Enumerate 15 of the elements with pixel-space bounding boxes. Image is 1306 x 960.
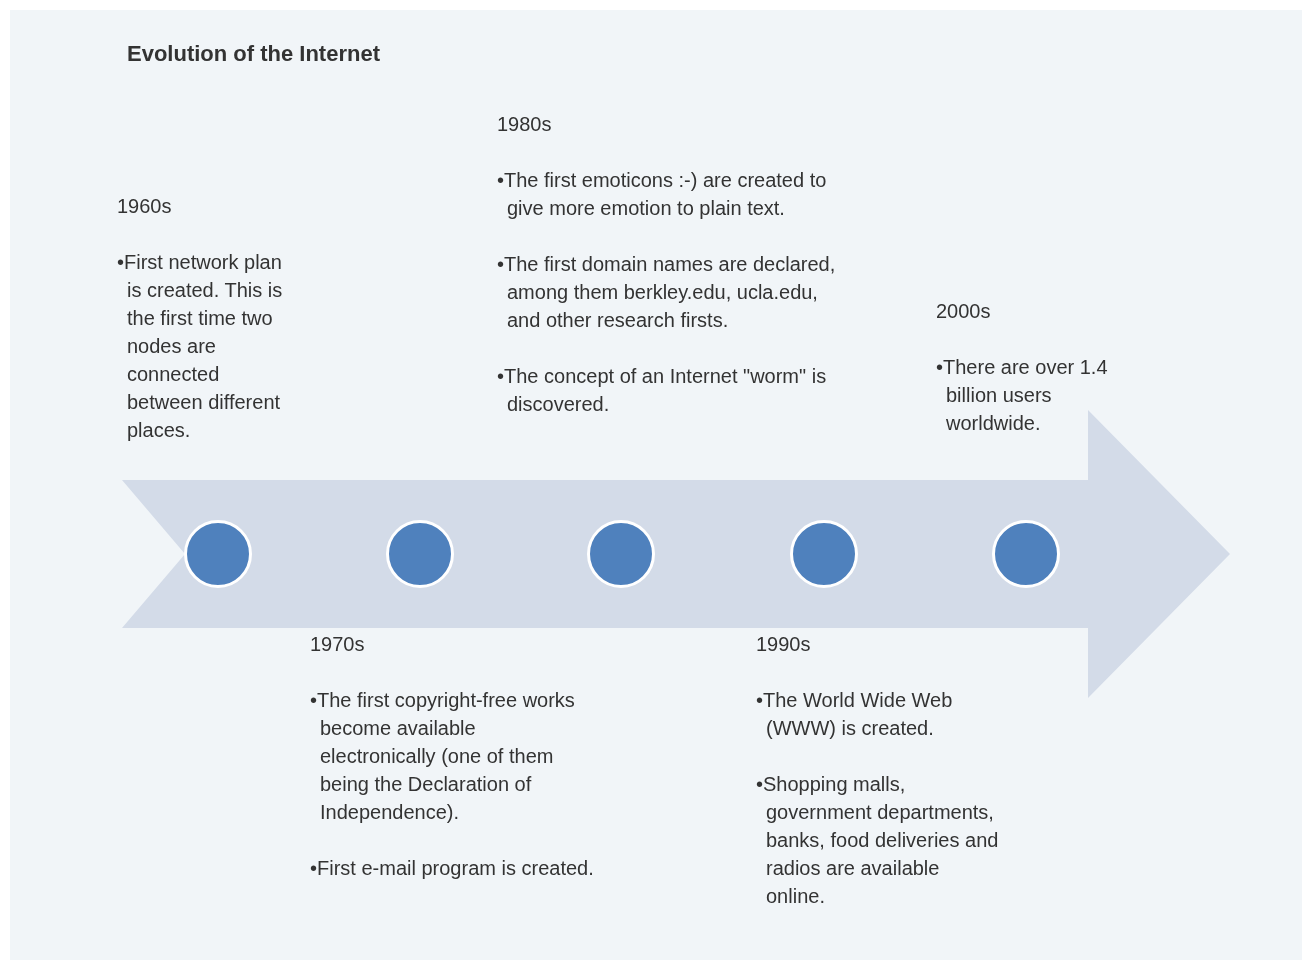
decade-heading: 1970s <box>310 632 366 657</box>
bullet-text: •There are over 1.4 billion users worldwide. <box>936 355 1109 436</box>
bullet-text: •The concept of an Internet "worm" is discovered. <box>497 364 828 417</box>
decade-heading: 1990s <box>756 632 812 657</box>
bullet-text: •First e-mail program is created. <box>310 856 595 881</box>
bullet-text: •The World Wide Web (WWW) is created. <box>756 688 954 741</box>
bullet-text: •The first copyright-free works become available electronically (one of them being the Declaration of Independence). <box>310 688 576 825</box>
bullet-text: •First network plan is created. This is the first time two nodes are connected between different places. <box>117 250 284 443</box>
bullet-text: •Shopping malls, government departments, banks, food deliveries and radios are available online. <box>756 772 1000 909</box>
decade-heading: 1960s <box>117 194 173 219</box>
decade-heading: 2000s <box>936 299 992 324</box>
bullet-text: •The first emoticons :-) are created to give more emotion to plain text. <box>497 168 828 221</box>
bullet-text: •The first domain names are declared, among them berkley.edu, ucla.edu, and other research firsts. <box>497 252 837 333</box>
decade-heading: 1980s <box>497 112 553 137</box>
title: Evolution of the Internet <box>127 40 380 68</box>
